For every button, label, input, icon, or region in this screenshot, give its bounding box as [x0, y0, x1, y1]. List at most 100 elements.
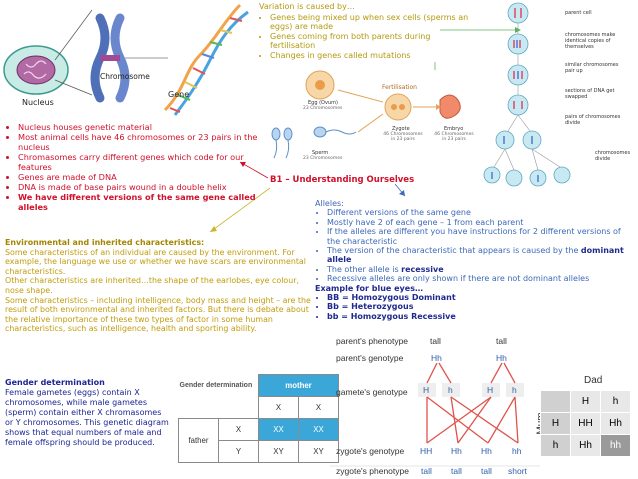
zygote-genotype: hh [512, 446, 522, 456]
variation-item: Changes in genes called mutations [270, 51, 471, 61]
allele-item-text: The version of the characteristic that a… [327, 246, 581, 256]
parent-phenotype: tall [496, 336, 507, 346]
gamete-allele: H [423, 385, 430, 395]
fact-item: We have different versions of the same g… [18, 192, 268, 212]
mum-allele: H [540, 412, 571, 435]
blank-cell [219, 397, 259, 419]
fertilisation-label: Fertilisation [382, 84, 417, 91]
parent-genotype: Hh [431, 353, 442, 363]
egg-label: Egg (Ovum) [308, 100, 338, 106]
gamete-allele: h [448, 385, 453, 395]
cell-label-divide: chromosomes divide [595, 150, 631, 162]
cell-label-parent: parent cell [565, 10, 592, 16]
allele-item-text: The other allele is [327, 264, 402, 274]
facts-section: Nucleus houses genetic material Most ani… [6, 122, 268, 212]
variation-section: Variation is caused by… Genes being mixe… [259, 2, 471, 61]
zygote-label: Zygote [392, 126, 410, 132]
offspring-cell: XX [298, 418, 339, 441]
embryo-label: Embryo [444, 126, 464, 132]
sperm-label: Sperm [312, 150, 329, 156]
zygote-sub: 46 Chromosomes in 23 pairs [383, 132, 423, 142]
nucleus-label: Nucleus [22, 98, 54, 107]
fact-item: Nucleus houses genetic material [18, 122, 268, 132]
zygote-phenotype: tall [421, 466, 432, 476]
zygote-phenotype: tall [481, 466, 492, 476]
mum-allele: h [540, 434, 571, 457]
gender-table-title: Gender determination [179, 381, 253, 389]
zygotes-phenotype-label: zygote's phenotype [336, 466, 409, 476]
environment-para: Some characteristics – including intelli… [5, 295, 311, 334]
gamete-allele: H [487, 385, 494, 395]
gender-heading: Gender determination [5, 378, 105, 387]
environment-para: Some characteristics of an individual ar… [5, 247, 306, 276]
environment-heading: Environmental and inherited characterist… [5, 238, 205, 247]
allele-item: The version of the characteristic that a… [327, 246, 633, 265]
fact-item: Most animal cells have 46 chromosomes or… [18, 132, 268, 152]
fertilisation-diagram [258, 62, 488, 172]
parent-genotype: Hh [496, 353, 507, 363]
gene-label: Gene [168, 90, 190, 99]
dad-label: Dad [584, 375, 603, 386]
zygote-genotype: Hh [451, 446, 462, 456]
cell-division-diagram [480, 0, 638, 195]
zygote-genotype: HH [420, 446, 433, 456]
cell-label-pairs-divide: pairs of chromosomes divide [565, 114, 621, 126]
parents-genotype-label: parent's genotype [336, 353, 404, 363]
cell-label-pair: similar chromosomes pair up [565, 62, 619, 74]
allele-example: BB = Homozygous Dominant [327, 293, 633, 302]
alleles-section: Alleles: Different versions of the same … [315, 199, 633, 321]
embryo-sub: 46 Chromosomes in 23 pairs [434, 132, 474, 142]
father-allele: Y [218, 440, 259, 463]
offspring-cell: XX [258, 418, 299, 441]
zygote-phenotype: short [508, 466, 527, 476]
allele-item: If the alleles are different you have in… [327, 227, 633, 246]
allele-example-title: Example for blue eyes… [315, 283, 423, 293]
allele-item: Different versions of the same gene [327, 208, 633, 217]
variation-title: Variation is caused by… [259, 2, 355, 11]
fact-item: DNA is made of base pairs wound in a dou… [18, 182, 268, 192]
allele-item: Mostly have 2 of each gene – 1 from each… [327, 218, 633, 227]
environment-para: Other characteristics are inherited…the … [5, 276, 299, 295]
allele-item: Recessive alleles are only shown if ther… [327, 274, 633, 283]
variation-item: Genes being mixed up when sex cells (spe… [270, 13, 471, 32]
cross-diagram: parent's phenotype parent's genotype gam… [330, 335, 540, 479]
punnett-cell: Hh [600, 412, 631, 435]
environment-section: Environmental and inherited characterist… [5, 238, 317, 334]
dna-diagram [0, 0, 250, 118]
fact-item: Genes are made of DNA [18, 172, 268, 182]
father-label: father [178, 418, 219, 463]
variation-item: Genes coming from both parents during fe… [270, 32, 471, 51]
sperm-sub: 23 Chromosomes [303, 156, 343, 161]
punnett-corner [540, 390, 571, 413]
allele-item-bold: recessive [401, 264, 444, 274]
gender-table: Gender determination mother X X father X… [178, 374, 339, 463]
dad-allele: H [570, 390, 601, 413]
cell-label-swap: sections of DNA get swapped [565, 88, 615, 100]
zygote-phenotype: tall [451, 466, 462, 476]
alleles-title: Alleles: [315, 199, 344, 208]
punnett-cell: hh [600, 434, 631, 457]
cell-label-copies: chromosomes make identical copies of the… [565, 32, 616, 50]
dad-allele: h [600, 390, 631, 413]
page-title: B1 – Understanding Ourselves [270, 175, 415, 185]
zygote-genotype: Hh [481, 446, 492, 456]
punnett-square: H h H HH Hh h Hh hh [540, 390, 631, 457]
blank-cell [179, 397, 219, 419]
gamete-allele: h [512, 385, 517, 395]
parents-phenotype-label: parent's phenotype [336, 336, 409, 346]
offspring-cell: XY [258, 440, 299, 463]
father-allele: X [218, 418, 259, 441]
mother-label: mother [258, 374, 339, 397]
chromosome-label: Chromosome [100, 72, 150, 81]
parent-phenotype: tall [430, 336, 441, 346]
mother-allele: X [258, 396, 299, 419]
gametes-genotype-label: gamete's genotype [336, 387, 408, 397]
allele-example: bb = Homozygous Recessive [327, 312, 633, 321]
offspring-cell: XY [298, 440, 339, 463]
allele-example: Bb = Heterozygous [327, 302, 633, 311]
allele-item: The other allele is recessive [327, 265, 633, 274]
gender-text: Female gametes (eggs) contain X chromoso… [5, 388, 169, 447]
punnett-cell: Hh [570, 434, 601, 457]
egg-sub: 23 Chromosomes [303, 106, 343, 111]
